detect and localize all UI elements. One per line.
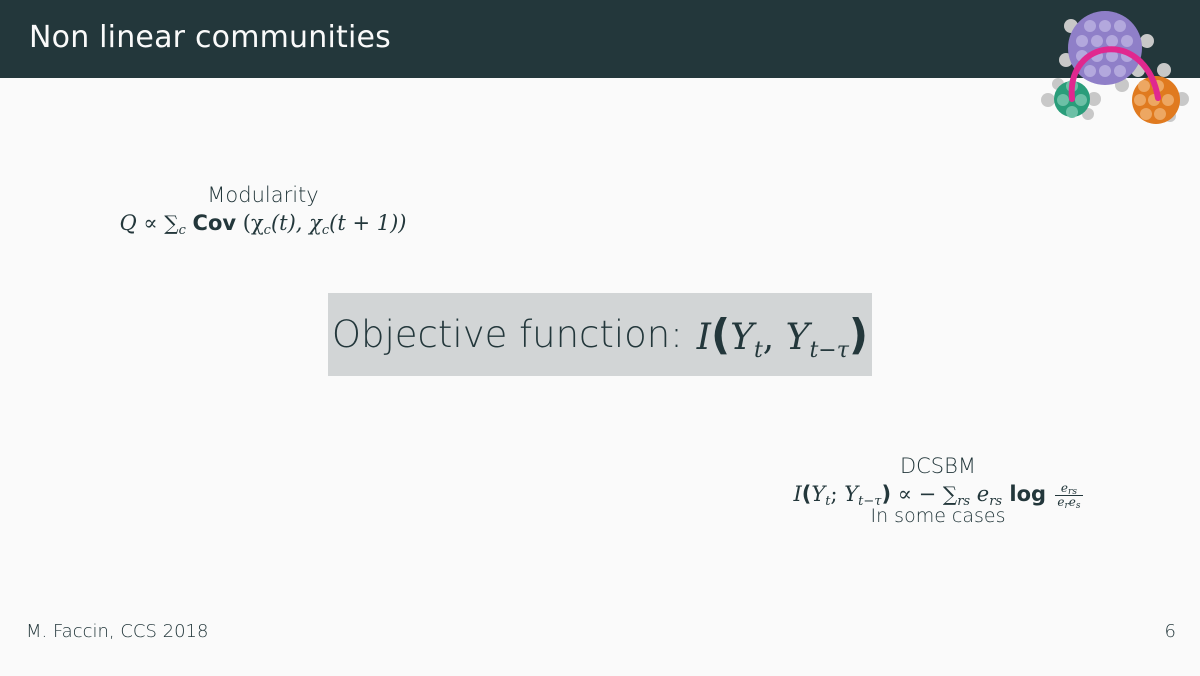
- fraction-numerator: ers: [1055, 482, 1083, 497]
- objective-formula: I(Yt, Yt−τ): [696, 310, 869, 363]
- modularity-title: Modularity: [207, 183, 319, 207]
- modularity-block: Modularity Q ∝ ∑c Cov (χc(t), χc(t + 1)): [96, 182, 430, 238]
- modularity-formula: Q ∝ ∑c Cov (χc(t), χc(t + 1)): [119, 211, 407, 238]
- fraction-denominator: eres: [1057, 495, 1081, 511]
- objective-function-box: Objective function: I(Yt, Yt−τ): [328, 293, 872, 376]
- community-network-icon: [1041, 11, 1189, 124]
- page-number: 6: [1164, 621, 1176, 642]
- dcsbm-note: In some cases: [870, 505, 1006, 527]
- slide-header: Non linear communities: [0, 0, 1200, 78]
- footer-author: M. Faccin, CCS 2018: [26, 621, 209, 642]
- objective-label: Objective function:: [331, 313, 683, 356]
- dcsbm-title: DCSBM: [899, 454, 977, 478]
- slide-title: Non linear communities: [29, 20, 391, 55]
